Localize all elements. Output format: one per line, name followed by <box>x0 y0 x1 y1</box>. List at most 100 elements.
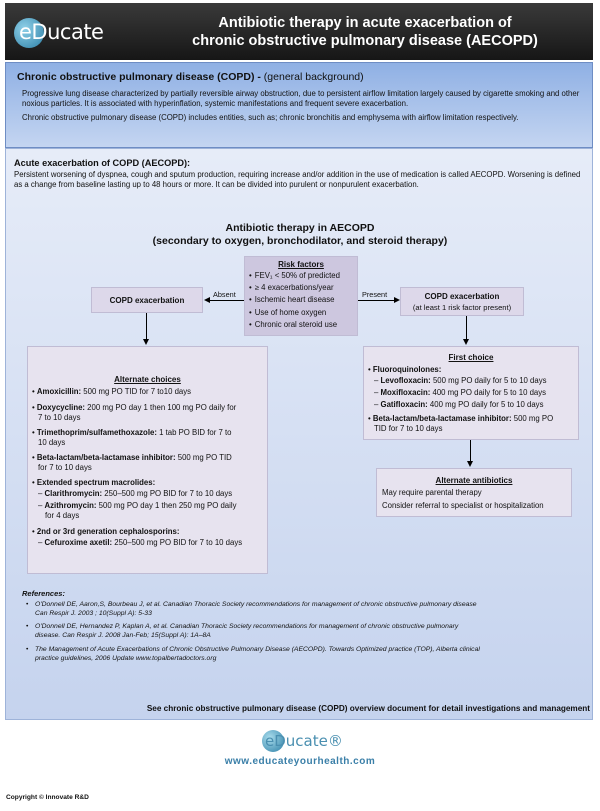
copd-para1: Progressive lung disease characterized b… <box>22 89 580 108</box>
risk-factors-title: Risk factors <box>278 260 324 269</box>
clar-name: Clarithromycin: <box>44 489 103 498</box>
cefuroxime-item: – Cefuroxime axetil: 250–500 mg PO BID f… <box>38 538 243 547</box>
gati-dose: 400 mg PO daily for 5 to 10 days <box>427 400 544 409</box>
logo-disc-icon <box>14 18 44 48</box>
flow-title-line2: (secondary to oxygen, bronchodilator, an… <box>152 235 448 247</box>
doxy-dose: 200 mg PO day 1 then 100 mg PO daily for <box>85 403 237 412</box>
moxi-name: Moxifloxacin: <box>380 388 431 397</box>
header-bar: eDucate Antibiotic therapy in acute exac… <box>5 3 593 60</box>
cephalosporins-item: • 2nd or 3rd generation cephalosporins: <box>32 527 180 536</box>
macro-name: Extended spectrum macrolides: <box>36 478 156 487</box>
copd-exacerbation-box: COPD exacerbation <box>91 287 203 313</box>
copd-exacerbation-risk-sub: (at least 1 risk factor present) <box>412 303 512 312</box>
copd-exacerbation-label: COPD exacerbation <box>109 296 185 305</box>
alternate-choices-title: Alternate choices <box>114 375 181 384</box>
tmp-dose: 1 tab PO BID for 7 to <box>156 428 232 437</box>
risk-factors-list: FEV₁ < 50% of predicted ≥ 4 exacerbation… <box>249 270 340 331</box>
flow-title-line1: Antibiotic therapy in AECOPD <box>225 222 375 234</box>
copd-heading: Chronic obstructive pulmonary disease (C… <box>17 71 364 83</box>
azithromycin-item: – Azithromycin: 500 mg PO day 1 then 250… <box>38 501 237 510</box>
page-title: Antibiotic therapy in acute exacerbation… <box>145 14 585 50</box>
footer-logo-text: eDucate® <box>265 732 343 750</box>
moxifloxacin-item: – Moxifloxacin: 400 mg PO daily for 5 to… <box>374 388 547 397</box>
tmp-item: • Trimethoprim/sulfamethoxazole: 1 tab P… <box>32 428 232 437</box>
footer-logo-disc-icon <box>262 730 284 752</box>
footer-logo: eDucate® <box>262 730 343 752</box>
amox-dose: 500 mg PO TID for 7 to10 days <box>81 387 192 396</box>
first-choice-box: First choice • Fluoroquinolones: – Levof… <box>363 346 579 440</box>
clar-dose: 250–500 mg PO BID for 7 to 10 days <box>102 489 233 498</box>
reference-3-line1: The Management of Acute Exacerbations of… <box>35 646 480 653</box>
absent-arrowhead-icon <box>204 297 210 303</box>
ceph-name: 2nd or 3rd generation cephalosporins: <box>36 527 180 536</box>
alternate-choices-box: Alternate choices • Amoxicillin: 500 mg … <box>27 346 268 574</box>
left-down-line <box>146 313 147 339</box>
alt-antibiotics-line2: Consider referral to specialist or hospi… <box>382 501 544 510</box>
levo-dose: 500 mg PO daily for 5 to 10 days <box>430 376 547 385</box>
reference-2-line1: O'Donnell DE, Hernandez P, Kaplan A, et … <box>35 623 459 630</box>
ref-bullet-icon: • <box>26 646 29 653</box>
present-arrowhead-icon <box>394 297 400 303</box>
risk-factor-item: ≥ 4 exacerbations/year <box>249 282 340 294</box>
amox-name: Amoxicillin: <box>36 387 82 396</box>
aecopd-text: Persistent worsening of dyspnea, cough a… <box>14 170 581 189</box>
copd-para2: Chronic obstructive pulmonary disease (C… <box>22 113 519 122</box>
levo-name: Levofloxacin: <box>380 376 431 385</box>
aecopd-heading: Acute exacerbation of COPD (AECOPD): <box>14 158 191 168</box>
doxy-name: Doxycycline: <box>36 403 86 412</box>
alt-antibiotics-line1: May require parental therapy <box>382 488 482 497</box>
first-beta-lactam-item: • Beta-lactam/beta-lactamase inhibitor: … <box>368 414 554 423</box>
see-overview-note: See chronic obstructive pulmonary diseas… <box>146 704 590 713</box>
first-down-arrowhead-icon <box>467 461 473 467</box>
fluoroquinolones-item: • Fluoroquinolones: <box>368 365 442 374</box>
cef-name: Cefuroxime axetil: <box>44 538 113 547</box>
right-down-arrowhead-icon <box>463 339 469 345</box>
ref-bullet-icon: • <box>26 623 29 630</box>
website-link[interactable]: www.educateyourhealth.com <box>224 756 376 767</box>
logo-text: eDucate <box>19 20 104 44</box>
reference-2-line2: disease. Can Respir J. 2008 Jan-Feb; 15(… <box>35 632 211 639</box>
copyright: Copyright © Innovate R&D <box>6 794 89 801</box>
tmp-name: Trimethoprim/sulfamethoxazole: <box>36 428 157 437</box>
doxycycline-item: • Doxycycline: 200 mg PO day 1 then 100 … <box>32 403 237 412</box>
beta-lactam-item: • Beta-lactam/beta-lactamase inhibitor: … <box>32 453 232 462</box>
first-bl-name: Beta-lactam/beta-lactamase inhibitor: <box>372 414 512 423</box>
risk-factor-item: FEV₁ < 50% of predicted <box>249 270 340 282</box>
copd-exacerbation-risk-title: COPD exacerbation <box>424 292 500 301</box>
right-down-line <box>466 316 467 339</box>
first-bl-dose: 500 mg PO <box>511 414 554 423</box>
doxy-duration: 7 to 10 days <box>38 413 81 422</box>
amoxicillin-item: • Amoxicillin: 500 mg PO TID for 7 to10 … <box>32 387 192 396</box>
copd-exacerbation-risk-box: COPD exacerbation (at least 1 risk facto… <box>400 287 524 316</box>
azi-duration: for 4 days <box>45 511 80 520</box>
cef-dose: 250–500 mg PO BID for 7 to 10 days <box>112 538 243 547</box>
copd-heading-rest: (general background) <box>260 71 364 83</box>
present-label: Present <box>362 290 388 299</box>
reference-1-line2: Can Respir J. 2003 ; 10(Suppl A): 5-33 <box>35 610 152 617</box>
bl-name: Beta-lactam/beta-lactamase inhibitor: <box>36 453 176 462</box>
macrolides-item: • Extended spectrum macrolides: <box>32 478 156 487</box>
azi-dose: 500 mg PO day 1 then 250 mg PO daily <box>96 501 237 510</box>
first-down-line <box>470 440 471 461</box>
copd-heading-bold: Chronic obstructive pulmonary disease (C… <box>17 71 261 83</box>
azi-name: Azithromycin: <box>44 501 97 510</box>
risk-factor-item: Use of home oxygen <box>249 307 340 319</box>
background-panel <box>5 62 593 148</box>
fq-name: Fluoroquinolones: <box>372 365 442 374</box>
risk-factor-item: Chronic oral steroid use <box>249 319 340 331</box>
alternate-antibiotics-box: Alternate antibiotics May require parent… <box>376 468 572 517</box>
references-heading: References: <box>22 589 65 598</box>
title-line2: chronic obstructive pulmonary disease (A… <box>192 33 538 49</box>
left-down-arrowhead-icon <box>143 339 149 345</box>
flow-title: Antibiotic therapy in AECOPD (secondary … <box>95 222 505 248</box>
first-bl-duration: TID for 7 to 10 days <box>374 424 443 433</box>
title-line1: Antibiotic therapy in acute exacerbation… <box>218 15 512 31</box>
bl-duration: for 7 to 10 days <box>38 463 92 472</box>
educate-logo: eDucate <box>14 18 112 48</box>
tmp-duration: 10 days <box>38 438 66 447</box>
first-choice-title: First choice <box>448 353 494 362</box>
gati-name: Gatifloxacin: <box>380 400 428 409</box>
absent-label: Absent <box>213 290 236 299</box>
alternate-antibiotics-title: Alternate antibiotics <box>435 476 513 485</box>
reference-3-line2: practice guidelines, 2006 Update www.top… <box>35 655 217 662</box>
